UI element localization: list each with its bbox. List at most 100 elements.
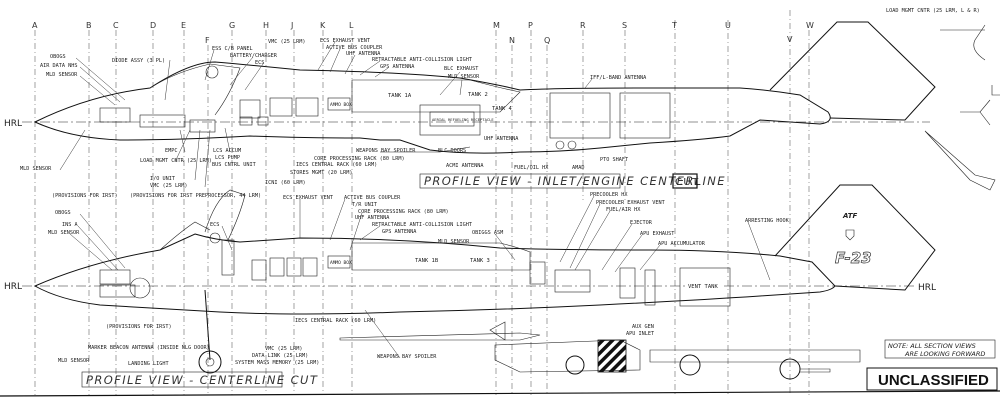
label-core-processing-bottom: CORE PROCESSING RACK (80 LRM) xyxy=(358,209,449,215)
ammo-box-label-bottom: AMMO BOX xyxy=(330,260,352,266)
label-ecs-exhaust-top: ECS EXHAUST VENT xyxy=(320,38,370,44)
label-gps-top: GPS ANTENNA xyxy=(380,64,415,70)
label-air-data: AIR DATA NHS xyxy=(40,63,77,69)
label-side-load-mgmt: LOAD MGMT CNTR (25 LRM, L & R) xyxy=(886,8,980,14)
label-mld-sensor-bottom-3: MLD SENSOR xyxy=(58,358,90,364)
tank-2-label: TANK 2 xyxy=(468,92,488,98)
label-empc: EMPC xyxy=(165,148,178,154)
label-stores-mgmt: STORES MGMT (20 LRM) xyxy=(290,170,352,176)
label-provisions-irst-top: (PROVISIONS FOR IRST) xyxy=(52,193,118,199)
label-weapons-spoiler-bottom: WEAPONS BAY SPOILER xyxy=(377,354,437,360)
label-ecs-exhaust-bottom: ECS EXHAUST VENT xyxy=(283,195,333,201)
label-obiggs-asm: OBIGGS ASM xyxy=(472,230,503,236)
label-obogs-top: OBOGS xyxy=(50,54,66,60)
label-provisions-irst-preproc: (PROVISIONS FOR IRST PREPROCESSOR, 44 LR… xyxy=(130,193,261,199)
label-uhf-bottom: UHF ANTENNA xyxy=(484,136,519,142)
label-anti-collision-bottom: RETRACTABLE ANTI-COLLISION LIGHT xyxy=(372,222,472,228)
bottom-view-title-text: PROFILE VIEW - CENTERLINE CUT xyxy=(86,373,318,387)
label-vmc-top-2: VMC (25 LRM) xyxy=(150,183,187,189)
station-label-r: R xyxy=(580,21,586,30)
label-amad: AMAD xyxy=(572,165,585,171)
label-weapons-spoiler-top: WEAPONS BAY SPOILER xyxy=(356,148,416,154)
label-io-unit: I/O UNIT xyxy=(150,176,175,182)
label-uhf-top: UHF ANTENNA xyxy=(346,51,381,57)
label-icni: ICNI (60 LRM) xyxy=(265,180,306,186)
station-label-e: E xyxy=(181,21,186,30)
fuselage-outline-top xyxy=(33,61,831,154)
label-acmi: ACMI ANTENNA xyxy=(446,163,484,169)
station-label-j: J xyxy=(290,21,293,30)
label-lcs-accum: LCS ACCUM xyxy=(213,148,241,154)
label-mld-sensor-bottom-1: MLD SENSOR xyxy=(48,230,80,236)
station-label-b: B xyxy=(86,21,92,30)
label-arresting-hook: ARRESTING HOOK xyxy=(745,218,790,224)
label-mld-sensor-1: MLD SENSOR xyxy=(46,72,78,78)
label-bus-cntrl: BUS CNTRL UNIT xyxy=(212,162,256,168)
label-lcs-pump: LCS PUMP xyxy=(215,155,240,161)
label-apu-inlet: APU INLET xyxy=(626,331,654,337)
label-obogs-bottom: OBOGS xyxy=(55,210,71,216)
station-label-f: F xyxy=(205,36,210,45)
label-mld-sensor-3: MLD SENSOR xyxy=(20,166,52,172)
label-blc-exhaust: BLC EXHAUST xyxy=(444,66,478,72)
tank-4-label: TANK 4 xyxy=(492,106,513,112)
label-battery: BATTERY/CHARGER xyxy=(230,53,278,59)
top-view-title-cut: CUT xyxy=(675,177,700,188)
label-ins-a: INS A xyxy=(62,222,78,228)
station-label-h: H xyxy=(263,21,269,30)
label-precooler-exhaust: PRECOOLER EXHAUST VENT xyxy=(596,200,665,206)
label-vmc-bottom: VMC (25 LRM) xyxy=(265,346,302,352)
station-label-w: W xyxy=(806,21,814,30)
pilot-helmet-bottom xyxy=(209,232,221,244)
vent-tank-label: VENT TANK xyxy=(688,284,718,290)
station-label-l: L xyxy=(349,21,354,30)
classification-label: UNCLASSIFIED xyxy=(878,372,989,389)
hrl-label-tail: HRL xyxy=(918,283,936,293)
tank-3-label: TANK 3 xyxy=(470,258,490,264)
label-aux-gen: AUX GEN xyxy=(632,324,654,330)
tail-marking-f23: F-23 xyxy=(835,249,872,267)
section-views-right xyxy=(924,24,1000,191)
avionics-equipment-top xyxy=(99,92,671,150)
station-label-a: A xyxy=(32,21,38,30)
label-core-processing-top: CORE PROCESSING RACK (80 LRM) xyxy=(314,156,405,162)
hrl-label-top: HRL xyxy=(4,119,22,129)
label-mld-sensor-2: MLD SENSOR xyxy=(448,74,480,80)
bottom-callouts: OBOGS INS A MLD SENSOR ECS ECS EXHAUST V… xyxy=(48,192,790,367)
nose-wheel xyxy=(198,350,222,374)
bottom-view-title: PROFILE VIEW - CENTERLINE CUT xyxy=(81,371,318,388)
station-label-q: Q xyxy=(544,36,550,45)
tank-1b-label: TANK 1B xyxy=(415,258,439,264)
label-tr-unit: T/R UNIT xyxy=(352,202,377,208)
aerial-refueling-label: AERIAL REFUELING RECEPTACLE xyxy=(432,117,494,122)
hazard-striped-panel xyxy=(597,339,627,373)
label-ecs-top: ECS xyxy=(255,60,264,66)
label-fuel-air-hx: FUEL/AIR HX xyxy=(606,207,641,213)
station-label-u: U xyxy=(725,21,731,30)
classification-block: UNCLASSIFIED xyxy=(866,367,998,391)
label-apu-accumulator: APU ACCUMULATOR xyxy=(658,241,706,247)
label-load-mgmt: LOAD MGMT CNTR (25 LRM) xyxy=(140,158,212,164)
station-label-c: C xyxy=(113,21,119,30)
station-label-n: N xyxy=(509,36,515,45)
label-fuel-oil-hx: FUEL/OIL HX xyxy=(514,165,549,171)
top-view-title: PROFILE VIEW - INLET/ENGINE CENTERLINE C… xyxy=(419,173,725,189)
station-label-s: S xyxy=(622,21,627,30)
tail-marking-atf: ATF xyxy=(842,212,858,220)
ammo-box-label-top: AMMO BOX xyxy=(330,102,352,108)
label-blc-doors: BLC DOORS xyxy=(438,148,466,154)
label-data-link: DATA LINK (25 LRM) xyxy=(252,353,308,359)
label-anti-collision-top: RETRACTABLE ANTI-COLLISION LIGHT xyxy=(372,57,472,63)
pilot-helmet-top xyxy=(205,65,219,79)
top-profile-view: HRL TANK 1A TANK 2 TANK 4 AMMO BOX AERIA… xyxy=(4,21,936,154)
label-active-bus-bottom: ACTIVE BUS COUPLER xyxy=(344,195,401,201)
tank-1a-label: TANK 1A xyxy=(388,93,412,99)
station-label-d: D xyxy=(150,21,156,30)
label-pto-shaft: PTO SHAFT xyxy=(600,157,628,163)
hrl-label-bottom: HRL xyxy=(4,282,22,292)
top-callouts: OBOGS DIODE ASSY (3 PL) AIR DATA NHS MLD… xyxy=(20,8,980,199)
vertical-tail-top xyxy=(769,21,936,121)
station-label-v: V xyxy=(787,35,793,44)
fuselage-outline-bottom xyxy=(33,233,836,315)
